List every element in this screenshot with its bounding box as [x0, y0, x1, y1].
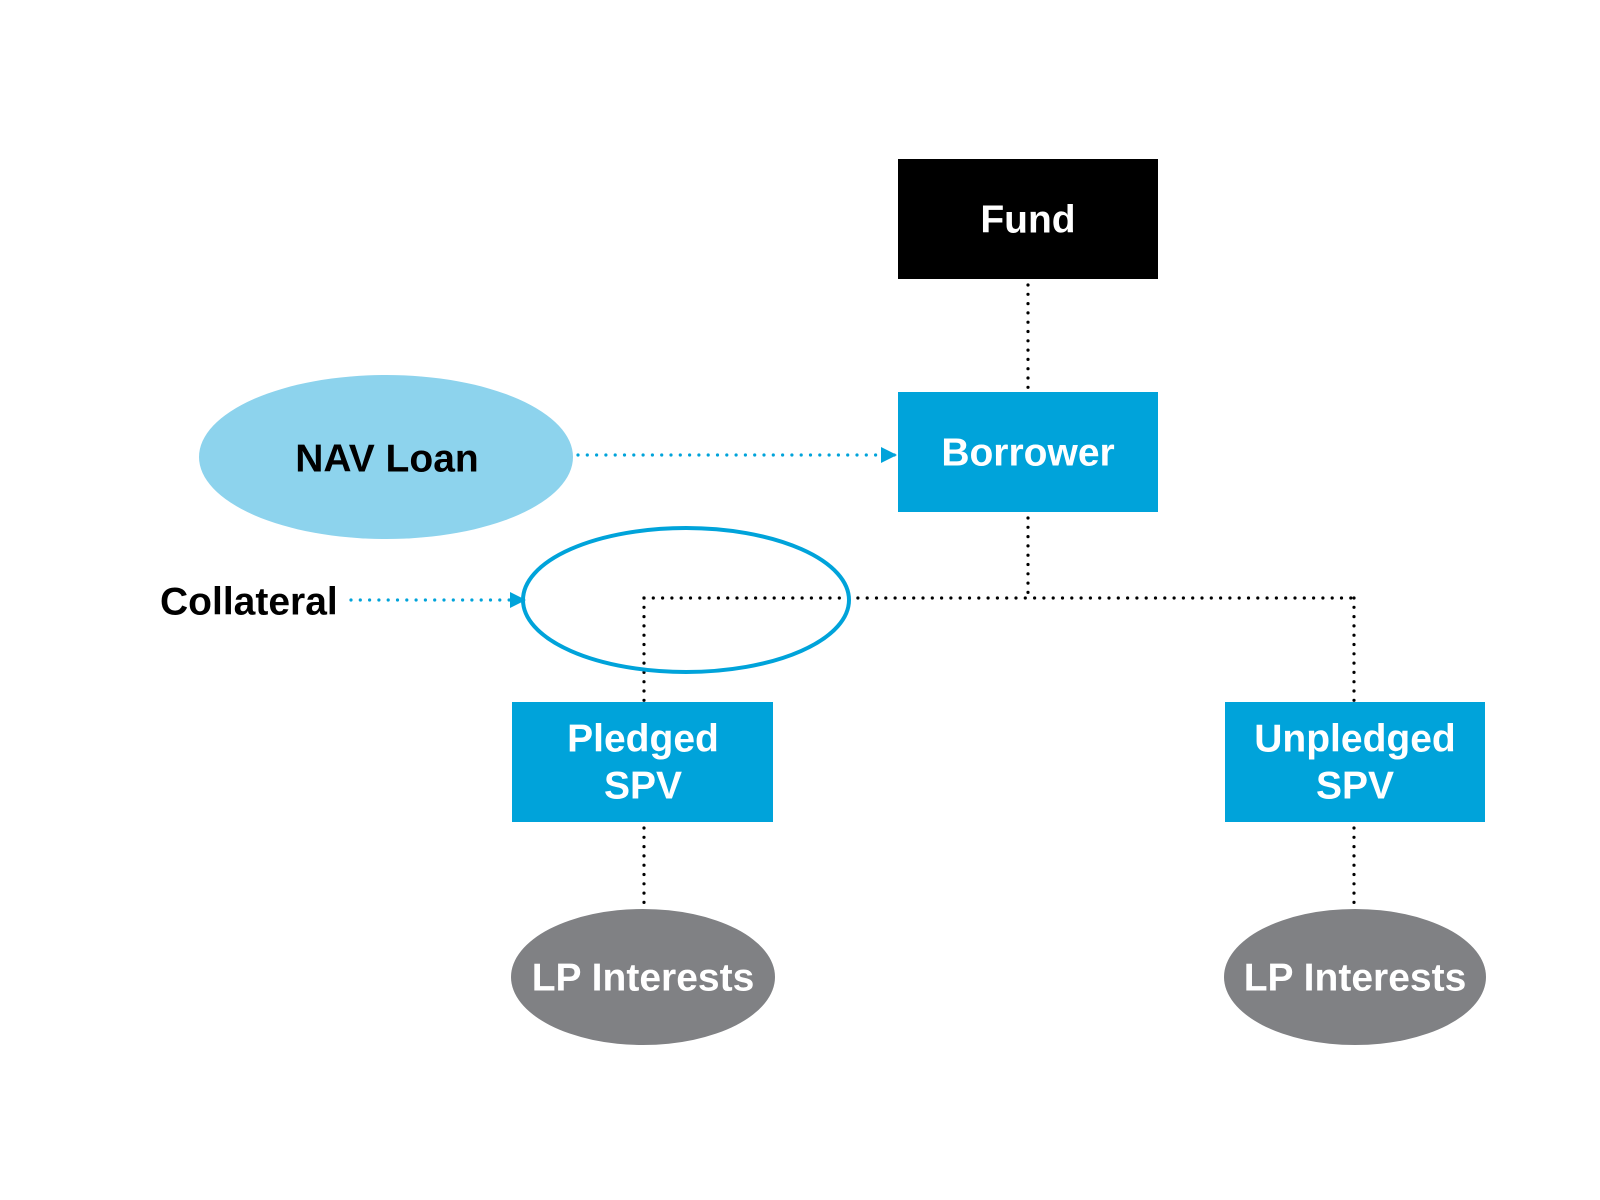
lp-interests-unpledged-ellipse — [1224, 909, 1486, 1045]
pledged-spv-box — [512, 702, 773, 822]
fund-label: Fund — [980, 199, 1075, 242]
nav-loan-label: NAV Loan — [295, 438, 478, 481]
nav-loan-ellipse — [199, 375, 573, 539]
lp-interests-pledged-ellipse — [511, 909, 775, 1045]
fund-node: Fund — [898, 159, 1158, 279]
pledged-spv-label-line-2: SPV — [604, 765, 682, 808]
lp-interests-unpledged-node: LP Interests — [1224, 909, 1486, 1045]
pledged-spv-node: Pledged SPV — [512, 702, 773, 822]
borrower-box — [898, 392, 1158, 512]
lp-interests-pledged-label: LP Interests — [532, 957, 755, 1000]
lp-interests-unpledged-label: LP Interests — [1244, 957, 1467, 1000]
unpledged-spv-box — [1225, 702, 1485, 822]
borrower-node: Borrower — [898, 392, 1158, 512]
collateral-outline-ellipse — [521, 526, 851, 674]
lp-interests-pledged-node: LP Interests — [511, 909, 775, 1045]
pledged-spv-label-line-1: Pledged — [567, 718, 719, 761]
nav-loan-node: NAV Loan — [199, 375, 573, 539]
borrower-label: Borrower — [941, 432, 1114, 475]
unpledged-spv-node: Unpledged SPV — [1225, 702, 1485, 822]
ownership-connectors — [642, 283, 1356, 911]
unpledged-spv-label-line-2: SPV — [1316, 765, 1394, 808]
collateral-label: Collateral — [160, 581, 338, 624]
unpledged-spv-label-line-1: Unpledged — [1254, 718, 1456, 761]
fund-box — [898, 159, 1158, 279]
